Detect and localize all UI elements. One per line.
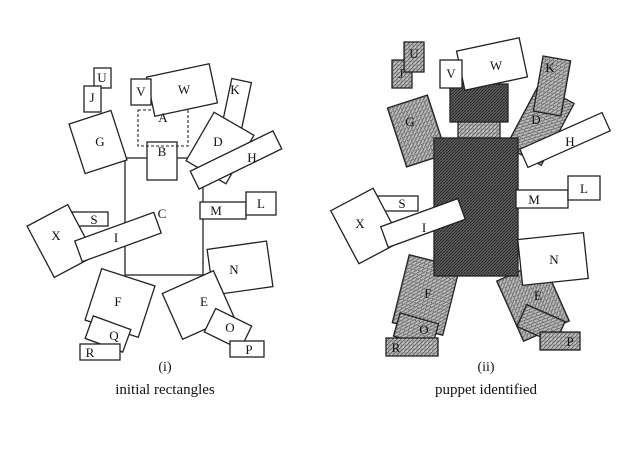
label-E: E (200, 294, 208, 309)
label-O: O (225, 320, 234, 335)
rect-B (146, 141, 178, 181)
label-K: K (545, 60, 555, 75)
label-U: U (97, 70, 107, 85)
label-P: P (566, 334, 573, 349)
label-V: V (136, 84, 146, 99)
panel-caption: puppet identified (435, 382, 538, 398)
label-R: R (392, 340, 401, 355)
rect-G (68, 109, 128, 175)
label-G: G (405, 114, 414, 129)
label-F: F (424, 286, 431, 301)
label-M: M (528, 192, 540, 207)
label-D: D (213, 134, 222, 149)
rect-I-ii (379, 197, 467, 249)
label-P: P (245, 342, 252, 357)
label-U: U (409, 46, 419, 61)
label-L: L (580, 181, 588, 196)
rect-V-ii (439, 59, 463, 89)
rect-J (83, 85, 102, 113)
rect-U-shaded (403, 41, 425, 73)
label-F: F (114, 294, 121, 309)
label-N: N (549, 252, 559, 267)
panel-puppet-identified: U J V W K G D H M L S X I N F E O R P (i… (329, 37, 612, 398)
label-E: E (534, 288, 542, 303)
label-I: I (422, 220, 426, 235)
label-S: S (90, 212, 97, 227)
panel-number: (ii) (477, 360, 494, 375)
label-N: N (229, 262, 239, 277)
rect-X-ii (329, 187, 403, 265)
label-S: S (398, 196, 405, 211)
label-H: H (565, 134, 574, 149)
rect-M (199, 201, 247, 220)
label-Q: Q (109, 328, 119, 343)
label-V: V (446, 66, 456, 81)
rect-O (203, 307, 253, 351)
label-M: M (210, 203, 222, 218)
label-K: K (230, 82, 240, 97)
rect-V (130, 78, 152, 106)
label-J: J (398, 66, 403, 81)
rect-R (79, 343, 121, 361)
label-D: D (531, 112, 540, 127)
rect-H (189, 129, 283, 191)
rect-K-shaded (532, 55, 572, 117)
label-O: O (419, 322, 428, 337)
label-J: J (89, 90, 94, 105)
rect-M-ii (515, 189, 569, 209)
rect-I (73, 211, 163, 263)
rect-R-shaded (385, 337, 439, 357)
panel-number: (i) (158, 360, 172, 375)
rect-U (93, 67, 112, 89)
label-G: G (95, 134, 104, 149)
panel-caption: initial rectangles (115, 382, 215, 398)
rect-G-shaded (386, 94, 448, 168)
rect-L-ii (567, 175, 601, 201)
label-H: H (247, 150, 256, 165)
rect-N-ii (517, 231, 589, 287)
label-I: I (114, 230, 118, 245)
label-X: X (51, 228, 61, 243)
rect-P-shaded (539, 331, 581, 351)
rect-P (229, 340, 265, 358)
label-A: A (158, 110, 168, 125)
label-C: C (158, 206, 167, 221)
label-R: R (86, 345, 95, 360)
rect-H-ii (518, 111, 612, 169)
rect-X (26, 203, 96, 279)
label-B: B (158, 144, 167, 159)
label-X: X (355, 216, 365, 231)
rect-L (245, 191, 277, 216)
panel-initial-rectangles: U J V W A K G B D H C M L S X I N F E Q … (26, 63, 283, 398)
rect-head-shaded (449, 83, 509, 123)
label-W: W (490, 58, 503, 73)
label-W: W (178, 82, 191, 97)
label-L: L (257, 196, 265, 211)
